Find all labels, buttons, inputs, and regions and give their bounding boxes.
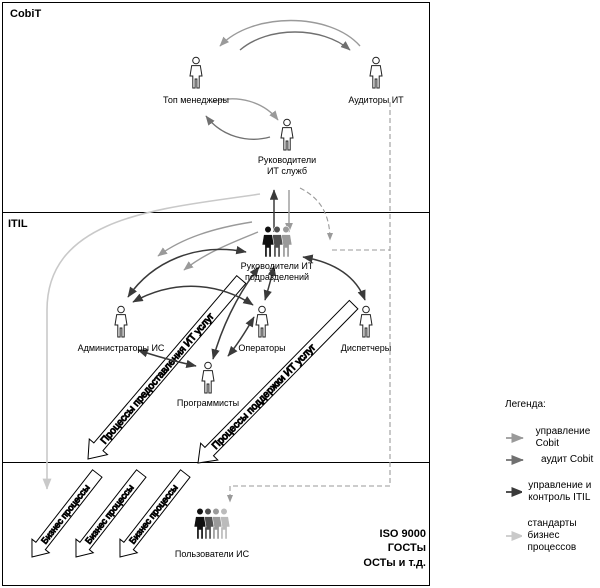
it-service-heads-icon [280, 118, 294, 151]
programmers-icon [201, 361, 215, 394]
itil-control-arrow-icon [506, 487, 523, 497]
legend-item-business-standards: стандарты бизнес процессов [505, 518, 600, 554]
is-users-icon [193, 507, 231, 540]
itil-arrow-heads-admins [127, 245, 247, 298]
dashed-line-to-users [226, 485, 390, 503]
banner-business-3-label: Бизнес процессы [127, 483, 179, 546]
section-label-cobit: CobiT [10, 8, 42, 20]
legend-label-business-standards: стандарты бизнес процессов [527, 518, 577, 553]
cobit-management-arc-left [211, 98, 279, 121]
section-label-standards: ISO 9000 ГОСТы ОСТы и т.д. [363, 528, 426, 569]
legend-item-management-cobit: управление Cobit [505, 426, 600, 450]
legend-label-itil-control: управление и контроль ITIL [528, 480, 592, 503]
itil-arrow-operators-programmers [227, 316, 255, 357]
cobit-audit-arc-left [205, 115, 271, 140]
legend-label-audit-cobit: аудит Cobit [541, 454, 594, 465]
cobit-audit-arc-top [239, 31, 351, 51]
it-division-heads-icon [261, 225, 293, 258]
programmers-label: Программисты [176, 398, 240, 408]
it-auditors-icon [369, 56, 383, 89]
legend-label-management-cobit: управление Cobit [535, 426, 591, 449]
itil-arrow-admins-programmers [137, 349, 197, 368]
it-division-heads-label: Руководители ИТ подразделений [240, 261, 314, 283]
standards-flow-arrow [42, 193, 261, 490]
it-auditors-label: Аудиторы ИТ [348, 95, 404, 105]
management-cobit-arrow-icon [506, 433, 524, 443]
itil-arrow-heads-dispatchers [302, 254, 366, 301]
itil-arrow-heads-operators [263, 265, 277, 301]
operators-label: Операторы [238, 343, 286, 353]
dispatchers-icon [359, 305, 373, 338]
banner-business-2: Бизнес процессы [75, 469, 147, 558]
top-managers-label: Топ менеджеры [163, 95, 229, 105]
banner-support-label: Процессы поддержки ИТ услуг [210, 342, 318, 452]
legend-item-audit-cobit: аудит Cobit [505, 454, 600, 466]
itil-standards-divider [2, 462, 430, 463]
business-standards-arrow-icon [506, 531, 522, 541]
legend-title: Легенда: [505, 399, 546, 410]
is-admins-label: Администраторы ИС [77, 343, 165, 353]
top-managers-icon [189, 56, 203, 89]
banner-business-1: Бизнес процессы [31, 469, 103, 558]
it-service-heads-label: Руководители ИТ служб [257, 155, 317, 177]
is-users-label: Пользователи ИС [174, 549, 250, 559]
section-label-itil: ITIL [8, 218, 28, 230]
dashed-line-serviceheads-to-divisionheads [299, 187, 334, 241]
cobit-itil-divider [2, 212, 430, 213]
dispatchers-label: Диспетчеры [340, 343, 392, 353]
cobit-management-arc-top [219, 19, 361, 47]
legend-item-itil-control: управление и контроль ITIL [505, 480, 600, 504]
audit-cobit-arrow-icon [506, 455, 524, 465]
banner-business-1-label: Бизнес процессы [39, 483, 91, 546]
diagram-frame [2, 2, 430, 586]
banner-business-2-label: Бизнес процессы [83, 483, 135, 546]
banner-delivery-label: Процессы предоставления ИТ услуг [99, 311, 217, 446]
banner-support-processes: Процессы поддержки ИТ услуг [197, 299, 359, 464]
operators-icon [255, 305, 269, 338]
itil-arrow-heads-programmers [211, 266, 260, 360]
is-admins-icon [114, 305, 128, 338]
